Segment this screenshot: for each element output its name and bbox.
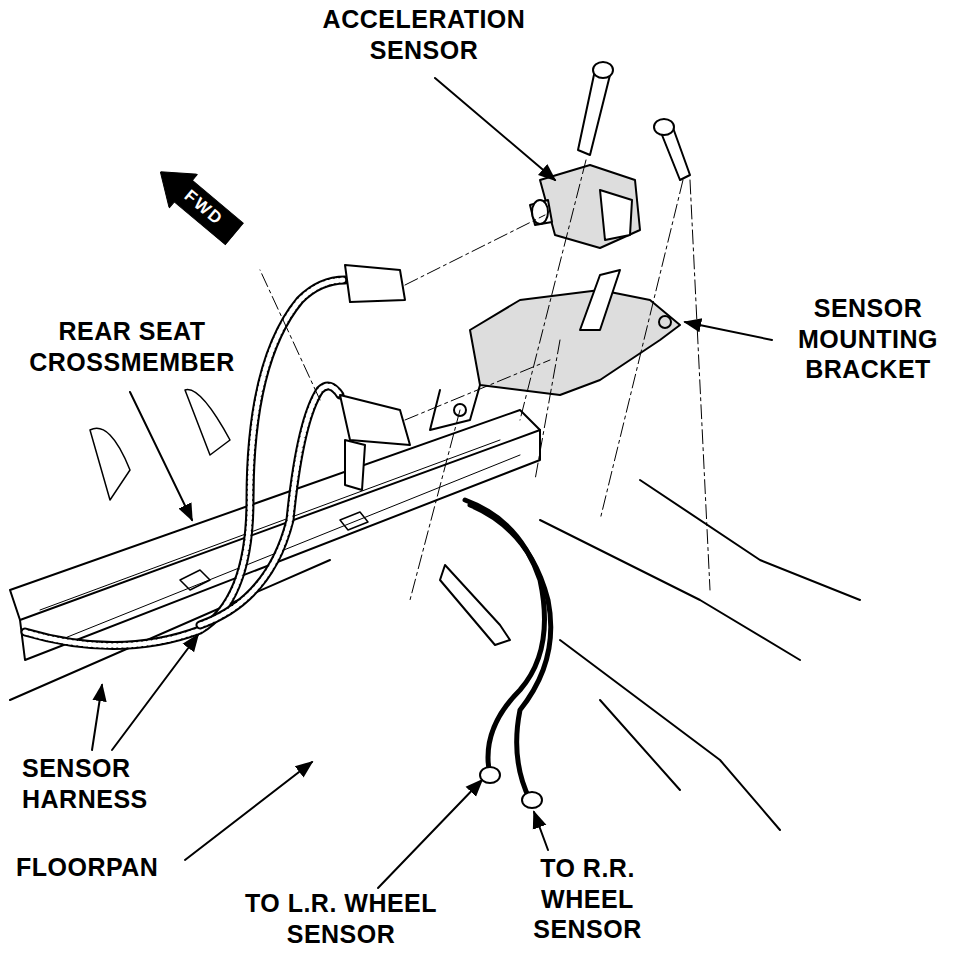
part-label: SENSOR MOUNTING BRACKET [776,293,960,385]
part-label: TO L.R. WHEEL SENSOR [222,888,460,949]
part-label: TO R.R. WHEEL SENSOR [505,853,670,945]
direction-text: FWD [172,177,235,239]
part-label: FLOORPAN [16,852,216,883]
part-label: REAR SEAT CROSSMEMBER [16,316,248,377]
direction-arrow: FWD [146,155,249,251]
part-label: ACCELERATION SENSOR [308,4,540,65]
part-label: SENSOR HARNESS [22,753,172,814]
